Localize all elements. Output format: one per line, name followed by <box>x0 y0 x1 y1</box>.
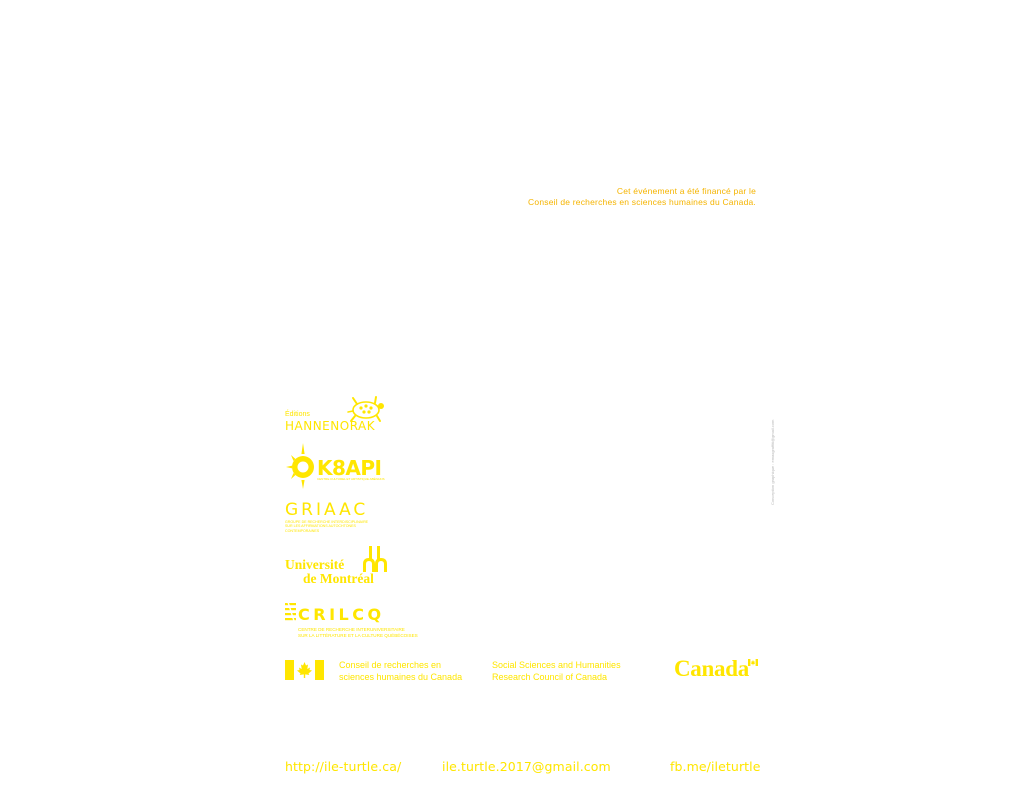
design-credit-text: Conception graphique : emaxgraffiti@gmai… <box>770 419 775 505</box>
crilcq-description: Centre de recherche interuniversitaire s… <box>298 627 418 639</box>
crsh-sshrc-logo: Conseil de recherches en sciences humain… <box>285 656 760 686</box>
griaac-wordmark: GRIAAC <box>285 500 369 520</box>
crilcq-logo: CRILCQ Centre de recherche interuniversi… <box>285 602 455 642</box>
griaac-description-line3: contemporaines <box>285 528 320 533</box>
sshrc-english-line1: Social Sciences and Humanities <box>492 660 621 670</box>
ok8api-wordmark: K8API <box>317 456 382 480</box>
funding-notice-line2: Conseil de recherches en sciences humain… <box>528 197 756 207</box>
email-link[interactable]: ile.turtle.2017@gmail.com <box>442 759 611 774</box>
funding-notice-line1: Cet événement a été financé par le <box>616 186 756 196</box>
hannenorak-small-label: Éditions <box>285 411 310 418</box>
canada-wordmark-flag-icon <box>748 659 758 666</box>
udem-wordmark-line1: Université <box>285 557 345 572</box>
ok8api-tagline: CENTRE CULTUREL ET ARTISTIQUE ABÉNAKIS <box>317 477 385 481</box>
crilcq-wordmark: CRILCQ <box>298 605 385 624</box>
crsh-french-name: Conseil de recherches en sciences humain… <box>339 659 462 683</box>
crsh-french-line2: sciences humaines du Canada <box>339 672 463 682</box>
facebook-link[interactable]: fb.me/ileturtle <box>670 759 761 774</box>
crilcq-description-line2: sur la littérature et la culture québéco… <box>298 633 418 638</box>
sshrc-english-line2: Research Council of Canada <box>492 672 608 682</box>
crilcq-description-line1: Centre de recherche interuniversitaire <box>298 627 405 632</box>
design-credit: Conception graphique : emaxgraffiti@gmai… <box>768 395 776 505</box>
turtle-icon <box>347 396 384 422</box>
griaac-description-line1: Groupe de recherche interdisciplinaire <box>285 520 369 524</box>
griaac-description: Groupe de recherche interdisciplinaire s… <box>285 520 393 533</box>
funding-notice: Cet événement a été financé par le Conse… <box>528 186 756 208</box>
udem-wordmark-line2: de Montréal <box>303 571 374 586</box>
griaac-logo: GRIAAC Groupe de recherche interdiscipli… <box>285 502 395 536</box>
crsh-french-line1: Conseil de recherches en <box>339 660 442 670</box>
hannenorak-logo: Éditions HANNENORAK <box>285 394 390 434</box>
hannenorak-wordmark: HANNENORAK <box>285 419 376 433</box>
website-link[interactable]: http://ile-turtle.ca/ <box>285 759 402 774</box>
sshrc-english-name: Social Sciences and Humanities Research … <box>492 659 621 683</box>
sun-icon <box>286 443 314 489</box>
udem-logo: Université de Montréal <box>285 546 395 588</box>
canada-flag-icon <box>285 660 324 680</box>
canada-wordmark: Canada <box>674 656 749 681</box>
crilcq-emblem-icon <box>285 602 296 622</box>
griaac-description-line2: sur les affirmations autochtones <box>285 524 356 529</box>
udem-emblem-icon <box>363 546 387 572</box>
ok8api-logo: K8API CENTRE CULTUREL ET ARTISTIQUE ABÉN… <box>285 441 395 489</box>
